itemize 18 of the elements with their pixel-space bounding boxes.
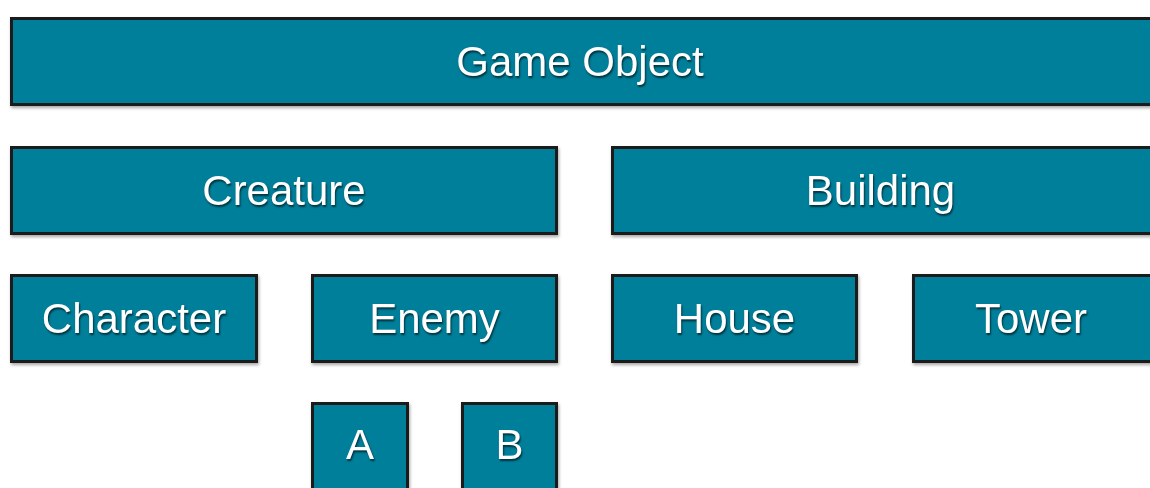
class-name: Game Object — [456, 37, 704, 86]
class-box — [611, 146, 1150, 235]
class-box — [461, 402, 558, 488]
class-name: Creature — [202, 166, 366, 215]
class-box — [311, 402, 409, 488]
class-box — [311, 274, 558, 363]
class-box — [10, 146, 558, 235]
class-name: Enemy — [369, 294, 500, 343]
class-box — [10, 274, 258, 363]
class-name: Building — [805, 166, 956, 215]
class-name: B — [495, 421, 524, 469]
class-name: A — [346, 421, 374, 469]
class-name: Character — [41, 294, 227, 343]
class-name: House — [673, 294, 796, 343]
class-box — [611, 274, 858, 363]
class-box — [912, 274, 1150, 363]
class-box — [10, 17, 1150, 106]
class-name: Tower — [974, 294, 1087, 343]
